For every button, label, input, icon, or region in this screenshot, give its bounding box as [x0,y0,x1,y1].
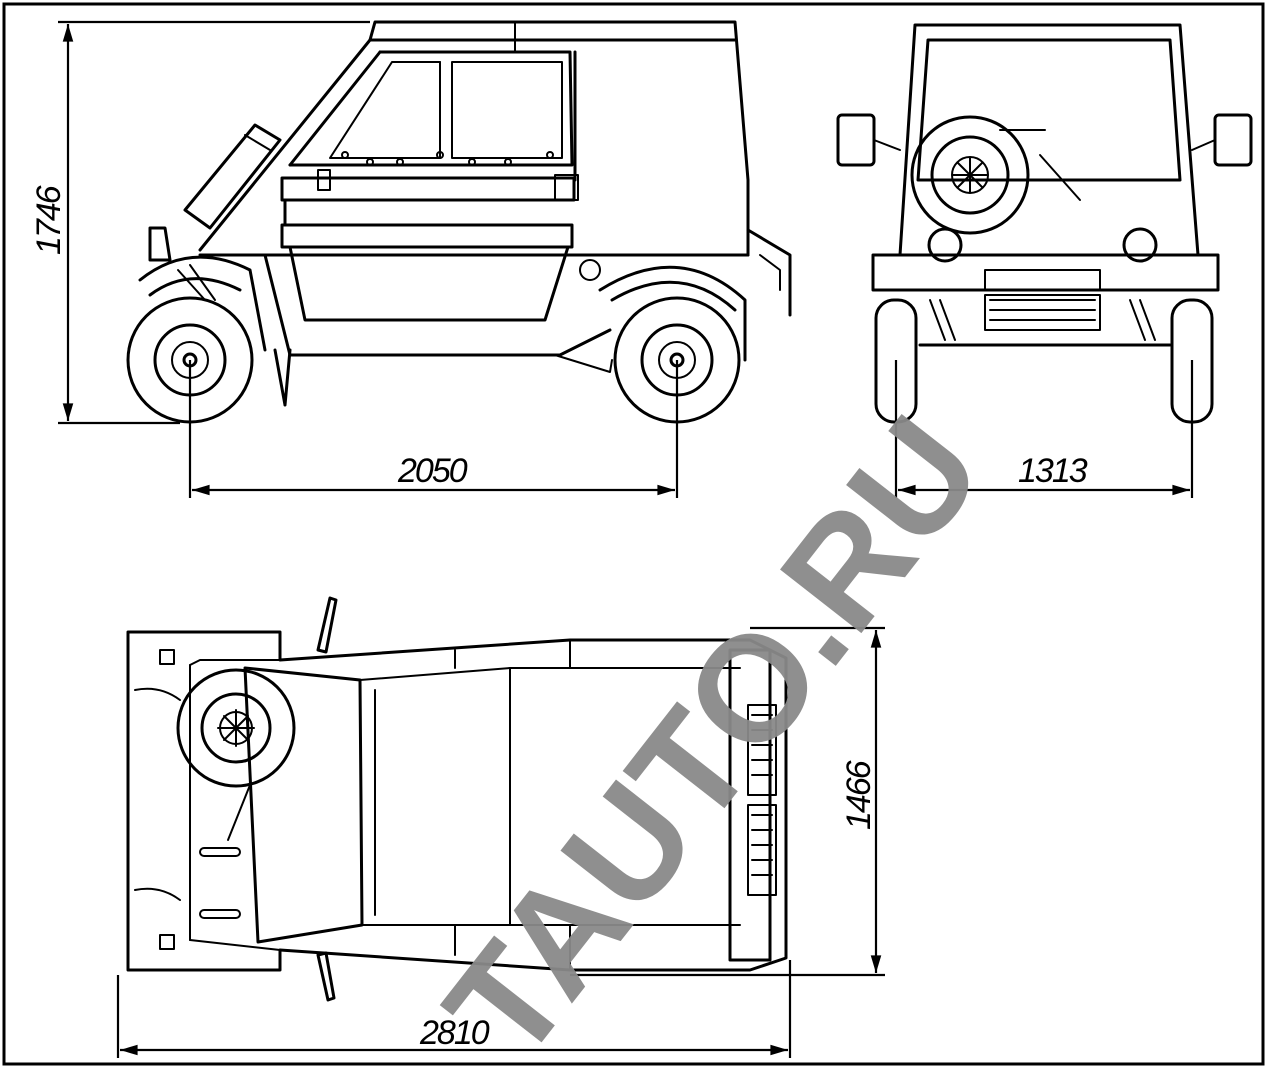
top-view [126,596,788,1002]
width-label: 1466 [840,760,878,830]
track-dimension: 1313 [894,360,1194,498]
width-dimension: 1466 [570,626,885,977]
height-label: 1746 [30,185,68,255]
length-label: 2810 [419,1014,490,1052]
watermark-text: TAUTO.RU [413,387,1014,1068]
wheelbase-dimension: 2050 [188,360,679,498]
door-rivets [341,151,554,166]
track-label: 1313 [1018,452,1088,490]
wheelbase-label: 2050 [397,452,468,490]
front-view [836,23,1253,424]
height-dimension: 1746 [30,20,370,425]
side-view [126,20,792,424]
length-dimension: 2810 [116,960,792,1058]
